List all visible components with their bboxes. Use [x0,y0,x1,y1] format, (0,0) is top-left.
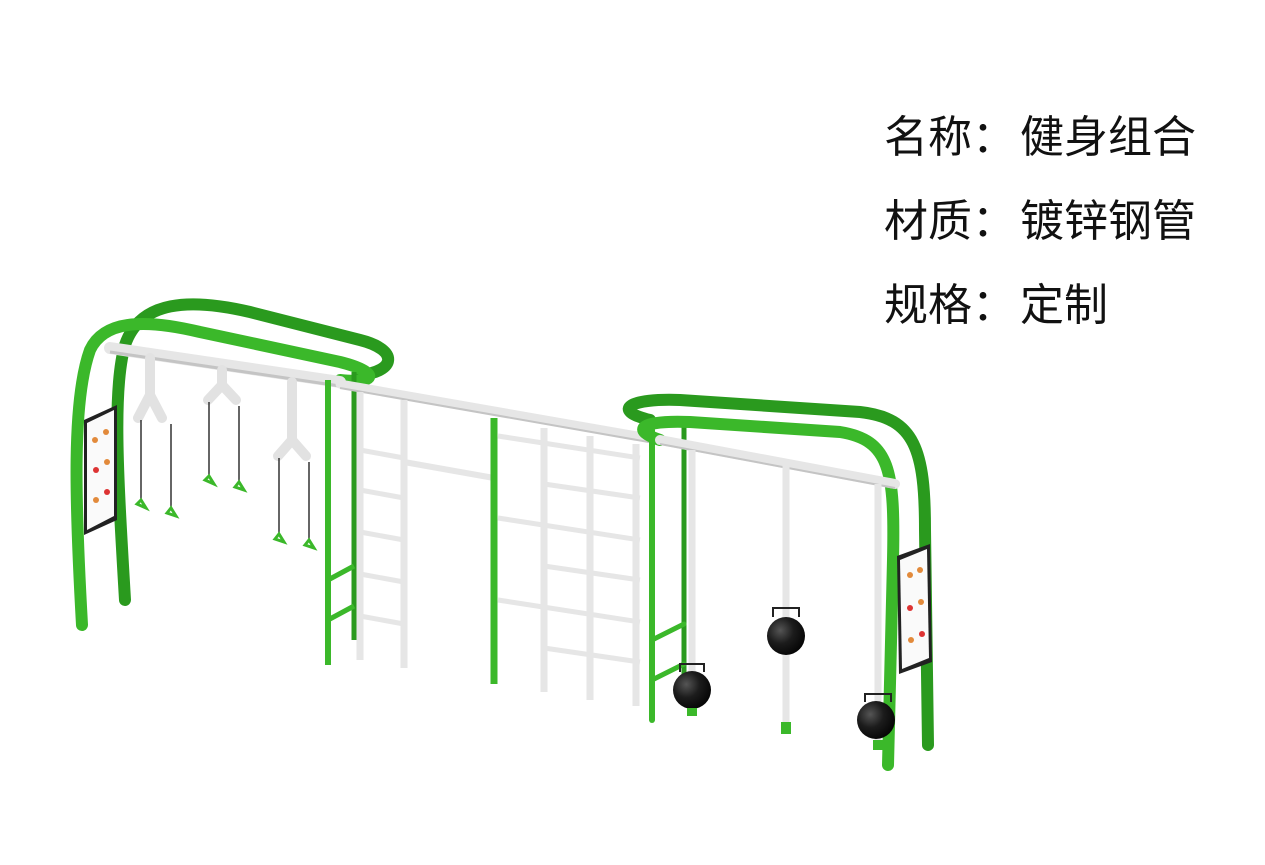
spec-material-value: 镀锌钢管 [1020,196,1196,247]
spec-name-label: 名称 [884,112,972,163]
spec-size-value: 定制 [1020,280,1108,331]
right-arch-frame [622,393,934,771]
right-arch-back-rail [622,393,934,751]
weight-ball-3 [857,701,895,739]
weight-ball-2 [767,617,805,655]
spec-material-separator: ： [972,196,1016,247]
spec-size-separator: ： [972,280,1016,331]
spec-size-row: 规格：定制 [884,276,1244,360]
spec-name-separator: ： [972,112,1016,163]
left-instruction-board [84,405,117,535]
spec-name-value: 健身组合 [1020,112,1196,163]
right-instruction-board [897,544,932,674]
right-top-bar [655,435,900,489]
left-arch-frame [70,298,395,631]
spec-name-row: 名称：健身组合 [884,108,1244,192]
gymnastic-rings-group [133,353,318,551]
spec-block: 名称：健身组合 材质：镀锌钢管 规格：定制 [884,108,1244,360]
spec-material-row: 材质：镀锌钢管 [884,192,1244,276]
weight-ball-1 [673,671,711,709]
left-arch-front-rail [70,317,376,631]
right-arch-front-rail [637,415,900,771]
left-arch-back-rail [111,298,395,606]
center-ladder-frame [325,372,665,706]
spec-size-label: 规格 [884,280,972,331]
weight-stations [673,450,895,750]
spec-material-label: 材质 [884,196,972,247]
